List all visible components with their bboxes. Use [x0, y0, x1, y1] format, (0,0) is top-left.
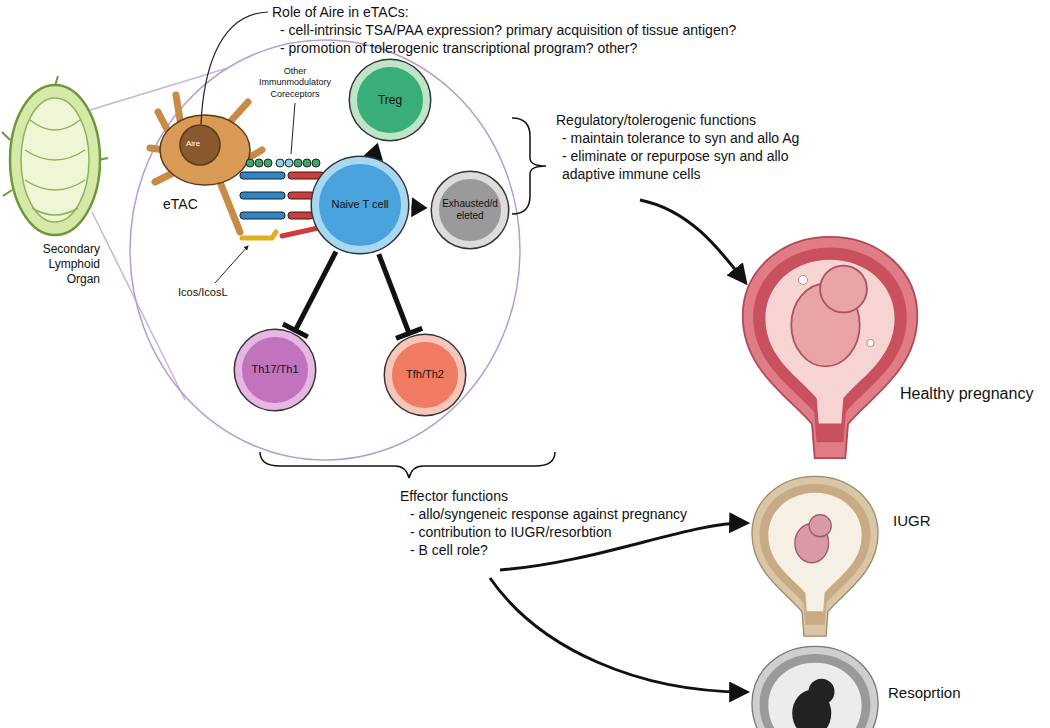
outcome-arrow — [640, 200, 745, 282]
lymphoid-zoom — [130, 40, 520, 460]
resorption-uterus — [752, 646, 878, 728]
cell-node: Th17/Th1 — [235, 330, 315, 410]
node-text: Naive T cell — [331, 198, 388, 212]
activation-arrow — [411, 197, 427, 217]
inhibition-connector — [379, 254, 422, 338]
outcome-arrow — [490, 578, 746, 692]
outcome-label-node: Healthy pregnancy — [900, 384, 1033, 404]
annotation-text: - maintain tolerance to syn and allo Ag — [562, 130, 799, 148]
brace — [260, 452, 555, 478]
annotation-text: - cell-intrinsic TSA/PAA expression? pri… — [280, 22, 736, 40]
etac-cell — [150, 95, 262, 232]
outcome-label-node: eTAC — [163, 196, 198, 214]
outcome-label-node: Resoprtion — [888, 684, 961, 703]
annotation-text: - B cell role? — [410, 542, 488, 560]
node-text: Treg — [378, 93, 402, 108]
node-text: IUGR — [893, 512, 931, 531]
leader-line — [201, 12, 268, 124]
cell-node: Exhausted/deleted — [432, 172, 508, 248]
node-text: Exhausted/deleted — [442, 198, 498, 223]
annotation-text: - contribution to IUGR/resorbtion — [410, 524, 612, 542]
node-text: Resoprtion — [888, 684, 961, 703]
annotation-text: Effector functions — [400, 488, 508, 506]
cell-node: Treg — [350, 60, 430, 140]
annotation-text: Other Immunmodulatory Coreceptors — [254, 66, 336, 100]
annotation-text: Icos/IcosL — [178, 286, 228, 300]
inhibition-connector — [283, 252, 336, 337]
node-text: eTAC — [163, 196, 198, 214]
annotation-text: Secondary Lymphoid Organ — [30, 242, 100, 287]
node-text: Healthy pregnancy — [900, 384, 1033, 404]
brace — [512, 118, 546, 214]
cell-node: Naive T cell — [312, 157, 408, 253]
iugr-uterus — [752, 476, 878, 636]
healthy-uterus — [743, 237, 918, 458]
outcome-label-node: IUGR — [893, 512, 931, 531]
node-text: Th17/Th1 — [251, 363, 298, 377]
annotation-text: - eliminate or repurpose syn and allo ad… — [562, 148, 812, 183]
annotation-text: Role of Aire in eTACs: — [272, 4, 409, 22]
leader-line — [291, 103, 295, 154]
node-text: Tfh/Th2 — [406, 368, 444, 382]
cell-node: Tfh/Th2 — [385, 335, 465, 415]
annotation-text: Aire — [186, 139, 200, 149]
annotation-text: Regulatory/tolerogenic functions — [556, 112, 756, 130]
annotation-text: - promotion of tolerogenic transcription… — [280, 40, 637, 58]
leader-line — [215, 246, 248, 283]
annotation-text: - allo/syngeneic response against pregna… — [410, 506, 687, 524]
